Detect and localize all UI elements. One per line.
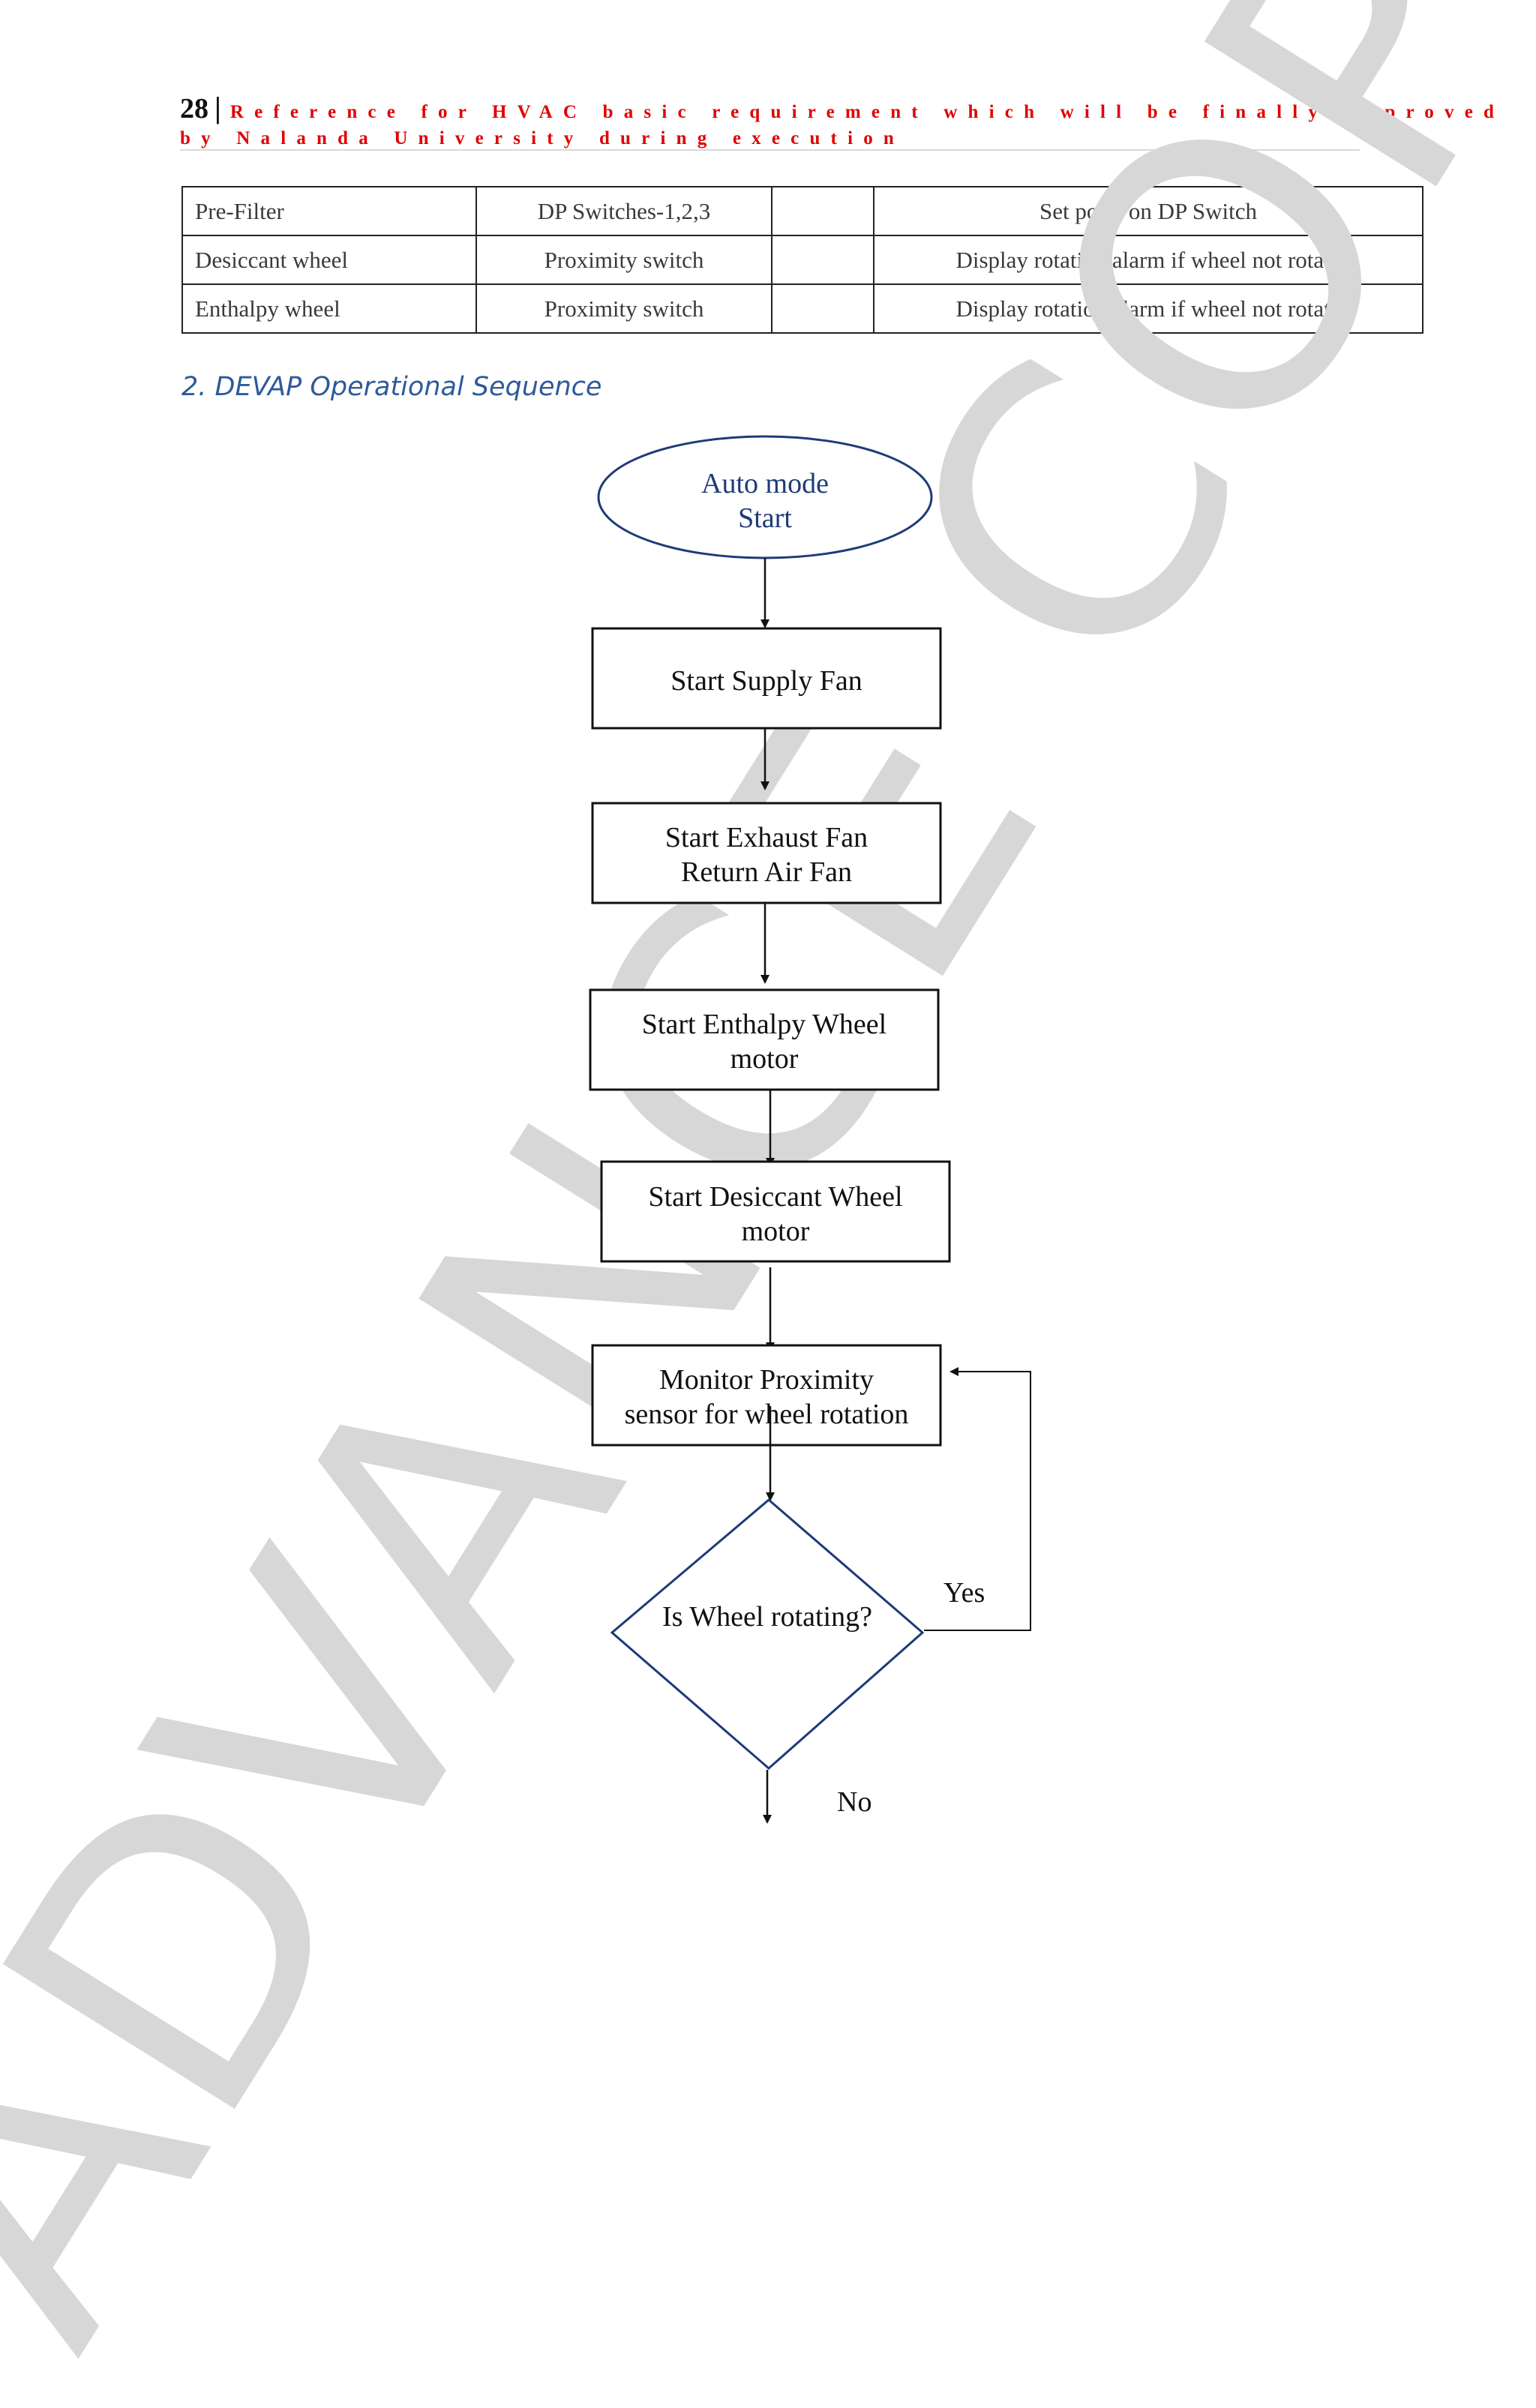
table-cell-item: Pre-Filter [182,186,477,236]
start-node-line1: Auto mode [701,468,829,499]
step-exhaust-return-fan: Start Exhaust Fan Return Air Fan [591,802,942,904]
step-enthalpy-wheel-line1: Start Enthalpy Wheel [642,1009,886,1040]
start-node-line2: Start [738,502,792,534]
table-cell-action: Display rotation alarm if wheel not rota… [873,235,1424,285]
table-cell-blank [771,235,874,285]
step-return-fan-label: Return Air Fan [681,856,852,888]
table-row: Pre-Filter DP Switches-1,2,3 Set point o… [182,186,1424,236]
header-title-line2: by Nalanda University during execution [180,128,905,148]
header-rule [180,149,1360,151]
table-row: Enthalpy wheel Proximity switch Display … [182,283,1424,334]
sensor-table: Pre-Filter DP Switches-1,2,3 Set point o… [182,186,1424,334]
table-cell-item: Desiccant wheel [182,235,477,285]
step-supply-fan-label: Start Supply Fan [670,665,862,697]
table-cell-blank [771,186,874,236]
table-cell-action: Set point on DP Switch [873,186,1424,236]
table-cell-device: Proximity switch [476,283,772,334]
section-heading: 2. DEVAP Operational Sequence [182,372,602,402]
decision-label: Is Wheel rotating? [662,1601,872,1633]
page-number: 28 [180,93,208,124]
flowchart: Auto mode Start Start Supply Fan Start E… [589,435,1031,1824]
start-node: Auto mode Start [597,435,933,559]
step-desiccant-wheel-line2: motor [742,1216,810,1247]
no-label: No [837,1786,872,1818]
table-cell-item: Enthalpy wheel [182,283,477,334]
step-desiccant-wheel: Start Desiccant Wheel motor [600,1160,951,1263]
step-monitor-line1: Monitor Proximity [659,1364,874,1396]
table-cell-action: Display rotation alarm if wheel not rota… [873,283,1424,334]
step-enthalpy-wheel: Start Enthalpy Wheel motor [589,988,940,1091]
table-cell-device: Proximity switch [476,235,772,285]
step-monitor-proximity: Monitor Proximity sensor for wheel rotat… [591,1344,942,1447]
yes-label: Yes [944,1577,985,1609]
step-exhaust-fan-label: Start Exhaust Fan [665,822,868,853]
step-desiccant-wheel-line1: Start Desiccant Wheel [648,1181,902,1213]
table-cell-device: DP Switches-1,2,3 [476,186,772,236]
header-separator: | [214,91,221,124]
yes-loop-arrow [924,1367,1031,1631]
step-monitor-line2: sensor for wheel rotation [625,1399,909,1430]
step-supply-fan: Start Supply Fan [591,627,942,730]
page-header: 28 | Reference for HVAC basic requiremen… [180,90,1494,149]
table-row: Desiccant wheel Proximity switch Display… [182,235,1424,285]
decision-wheel-rotating: Is Wheel rotating? [610,1498,925,1770]
step-enthalpy-wheel-line2: motor [730,1043,799,1075]
header-title-line1: Reference for HVAC basic requirement whi… [230,102,1505,122]
table-cell-blank [771,283,874,334]
